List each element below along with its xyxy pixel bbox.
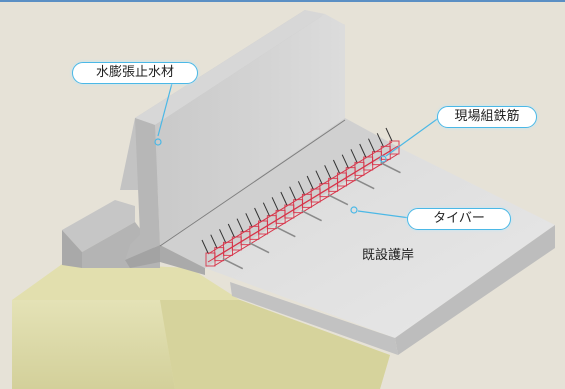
revetment-slab-edge: [395, 225, 555, 355]
rebar-dowel: [227, 223, 235, 238]
rebar-dowel: [368, 138, 375, 152]
tie-bar: [274, 225, 296, 238]
rebar-dowel: [219, 229, 226, 243]
tie-bar: [248, 241, 270, 254]
rebar-stirrup: [389, 140, 400, 155]
rebar-dowel: [324, 165, 332, 179]
rebar-dowel: [289, 186, 297, 200]
revetment-label: 既設護岸: [362, 248, 415, 263]
rebar-dowel: [376, 133, 384, 147]
rebar-dowel: [385, 127, 393, 142]
waterstop-pointer-dot: [154, 138, 162, 146]
rebar-dowel: [271, 197, 279, 211]
rebar-pointer-dot: [379, 155, 387, 163]
revetment-slab-top: [205, 148, 555, 338]
rebar-dowel: [297, 181, 305, 195]
tiebar-leader-line: [357, 210, 411, 219]
wall-front-face: [155, 14, 345, 245]
rebar-dowel: [245, 213, 253, 227]
tie-bar: [353, 177, 375, 190]
rebar-dowel: [254, 207, 262, 222]
rebar-dowel: [350, 149, 358, 163]
rebar-dowel: [341, 154, 349, 168]
rebar-dowel: [210, 234, 218, 248]
wall-left-face: [125, 118, 160, 260]
rebar-dowel: [236, 218, 244, 232]
tie-bar: [380, 161, 401, 174]
rebar-dowel: [332, 159, 340, 174]
rebar-longitudinal-bar: [207, 141, 393, 255]
tie-bar-assembly: [222, 161, 401, 270]
rebar-dowel: [280, 191, 288, 206]
wall-footing-front: [160, 245, 205, 275]
rebar-dowel: [201, 239, 209, 254]
wall-footing-left: [125, 245, 160, 268]
wall-top: [135, 10, 325, 125]
joint-line: [159, 119, 346, 247]
tiebar-label: タイバー: [407, 208, 511, 230]
tie-bar: [222, 257, 244, 270]
tie-bar: [327, 193, 349, 206]
base-block-top: [62, 200, 135, 252]
ground-slope-face: [160, 300, 390, 389]
waterstop-label: 水膨張止水材: [72, 62, 198, 84]
top-border-line: [0, 0, 565, 2]
tie-bar: [301, 209, 322, 222]
rebar-dowel: [306, 175, 314, 190]
rebar-dowel: [359, 143, 367, 158]
rebar-dowel: [315, 170, 323, 184]
ground-front-face: [12, 300, 175, 389]
rebar-dowel: [262, 202, 270, 216]
rebar-leader-line: [385, 116, 441, 157]
rebar-longitudinal-bar: [213, 153, 399, 267]
rebar-longitudinal-bar: [207, 149, 393, 263]
rebar-label: 現場組鉄筋: [437, 106, 537, 128]
rebar-assembly: [201, 127, 400, 267]
base-block-front: [62, 230, 82, 268]
tiebar-pointer-dot: [350, 206, 358, 214]
revetment-slab-front: [230, 282, 398, 355]
